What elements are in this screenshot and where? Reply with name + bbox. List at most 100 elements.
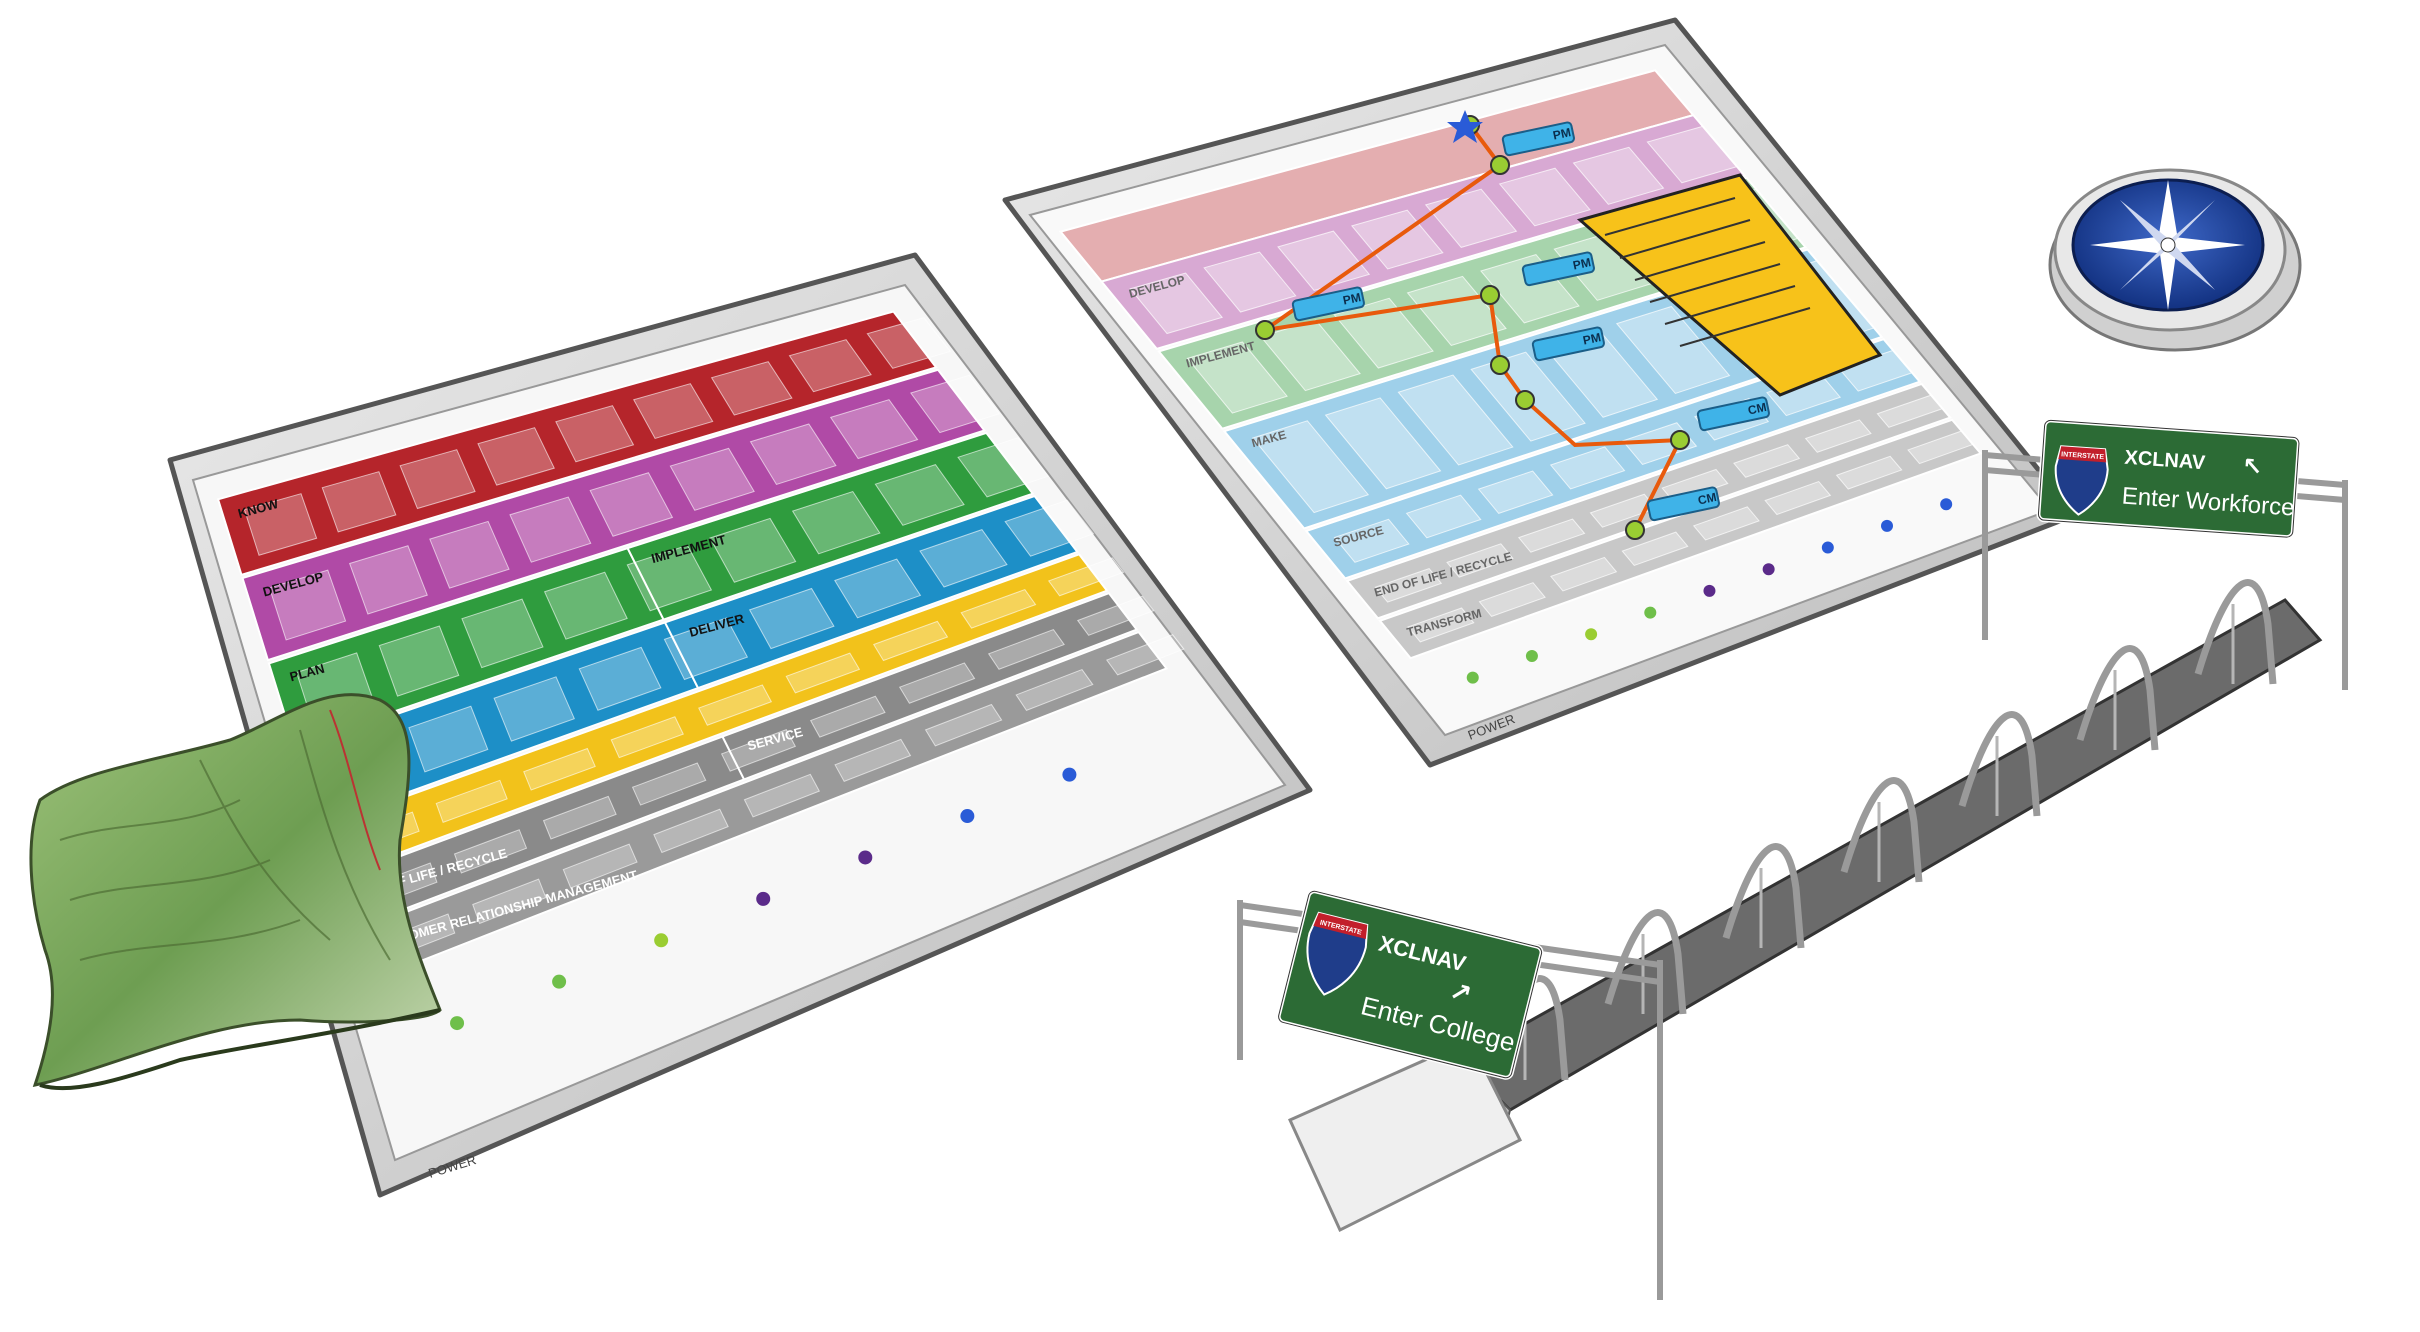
- process-box: [1804, 419, 1872, 453]
- process-box: [709, 517, 797, 583]
- process-box: [453, 829, 528, 874]
- path-node: [1490, 155, 1510, 175]
- bridge-icon: [1288, 579, 2323, 1233]
- topographic-map-icon: [29, 693, 442, 1091]
- process-box: [408, 705, 489, 773]
- process-box: [589, 472, 674, 537]
- process-box: [1572, 146, 1665, 205]
- sign-arrow-icon: ↖: [2241, 453, 2263, 481]
- process-box: [720, 729, 797, 772]
- process-box: [578, 646, 662, 711]
- process-box: [493, 676, 575, 742]
- path-node: [1480, 285, 1500, 305]
- process-box: [1406, 275, 1507, 347]
- bridge-arch: [1722, 843, 1805, 949]
- path-node: [1255, 320, 1275, 340]
- legend-marker: [858, 850, 873, 865]
- process-box: [429, 520, 510, 589]
- legend-marker: [1062, 767, 1077, 782]
- process-box: [631, 762, 707, 806]
- legend-marker: [1762, 563, 1775, 576]
- process-box: [348, 545, 428, 615]
- left-tablet-bands: KNOWDEVELOPPLANIMPLEMENTMAKEDELIVERSOURC…: [216, 310, 1185, 1031]
- process-box: [523, 747, 596, 791]
- legend-marker: [654, 933, 669, 948]
- sign-enter-college: INTERSTATE XCLNAV ↗ Enter College: [1276, 889, 1544, 1080]
- process-box: [1550, 556, 1618, 592]
- legend-marker: [1525, 649, 1538, 662]
- process-box: [472, 878, 547, 925]
- process-box: [924, 703, 1003, 747]
- process-box: [743, 773, 821, 818]
- process-box: [1424, 188, 1518, 248]
- process-box: [874, 464, 965, 526]
- process-box: [898, 662, 976, 704]
- process-box: [435, 779, 508, 824]
- process-box: [1397, 374, 1514, 466]
- right-tablet-callout-lines: [1604, 197, 1811, 347]
- band-service: [721, 591, 1139, 781]
- process-box: [1692, 506, 1760, 541]
- band-transform: [1378, 418, 1983, 660]
- legend-marker: [756, 891, 771, 906]
- path-node: [1515, 390, 1535, 410]
- process-box: [663, 617, 749, 681]
- process-box: [1076, 595, 1155, 636]
- process-box: [1251, 420, 1370, 514]
- process-box: [1764, 480, 1832, 516]
- path-badge: [1291, 286, 1365, 322]
- path-badge-label: PM: [1342, 290, 1363, 307]
- process-box: [1478, 582, 1546, 617]
- path-badge: [1531, 326, 1605, 362]
- process-box: [1446, 543, 1514, 578]
- legend-marker: [450, 1016, 465, 1031]
- process-box: [1277, 230, 1371, 292]
- path-badge-label: PM: [1572, 255, 1593, 272]
- legend-marker: [1940, 498, 1953, 511]
- band-deliver: [663, 494, 1079, 690]
- process-box: [1480, 254, 1580, 324]
- process-box: [378, 625, 460, 697]
- process-box: [626, 544, 713, 612]
- path-node: [1670, 430, 1690, 450]
- path-badge: [1501, 121, 1575, 157]
- bridge-arch: [1958, 711, 2041, 817]
- process-box: [1646, 125, 1738, 184]
- process-box: [834, 738, 912, 783]
- path-badge-label: PM: [1552, 125, 1573, 142]
- process-box: [477, 427, 555, 486]
- path-badge: [1646, 486, 1720, 522]
- process-box: [957, 437, 1050, 498]
- process-box: [987, 628, 1065, 670]
- path-node: [1490, 355, 1510, 375]
- process-box: [1324, 397, 1442, 490]
- process-box: [1047, 557, 1125, 597]
- process-box: [785, 652, 861, 694]
- process-box: [1105, 634, 1185, 676]
- process-box: [1374, 568, 1443, 603]
- star-icon: [1447, 110, 1483, 143]
- bridge-arch: [1840, 777, 1923, 883]
- process-box: [542, 795, 617, 840]
- path-badge-label: PM: [1582, 330, 1603, 347]
- process-box: [1733, 444, 1801, 478]
- bridge-arch: [1604, 909, 1687, 1015]
- process-box: [268, 569, 347, 641]
- process-box: [1004, 499, 1095, 557]
- process-box: [1333, 518, 1410, 563]
- band-develop: [241, 368, 987, 662]
- process-box: [321, 471, 397, 533]
- process-box: [509, 496, 592, 563]
- process-box: [872, 620, 949, 662]
- process-box: [1129, 272, 1224, 335]
- process-box: [960, 588, 1037, 629]
- interstate-shield-icon: [2054, 445, 2109, 516]
- legend-marker: [1881, 519, 1894, 532]
- process-box: [1203, 251, 1297, 313]
- band-know: [216, 310, 938, 577]
- process-box: [748, 587, 835, 650]
- process-box: [555, 405, 635, 463]
- process-box: [1407, 607, 1475, 643]
